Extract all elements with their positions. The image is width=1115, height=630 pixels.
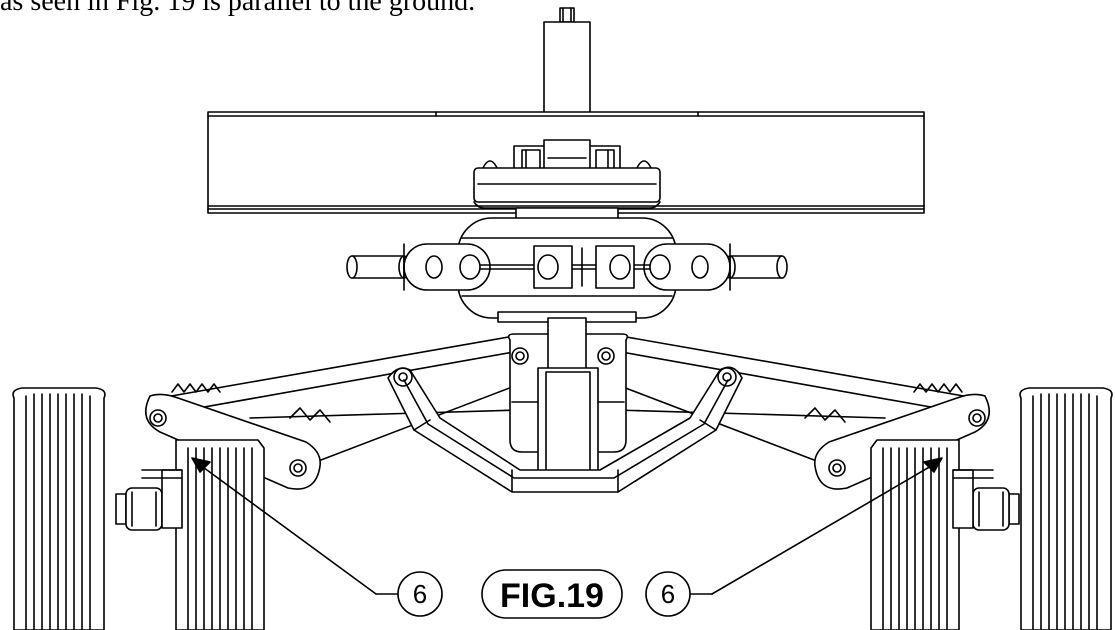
callout-left-label: 6 — [413, 579, 427, 609]
v-frame — [387, 366, 743, 493]
right-hub-axle — [952, 469, 1020, 531]
callout-right: 6 — [645, 571, 691, 617]
figure-label-text: FIG.19 — [500, 577, 604, 615]
page-header-text: as seen in Fig. 19 is parallel to the gr… — [0, 0, 476, 17]
left-inner-wheel — [175, 439, 265, 630]
head-plate — [473, 167, 661, 221]
leader-lines — [191, 457, 943, 595]
left-hub-axle — [115, 469, 183, 531]
right-inner-wheel — [870, 439, 960, 630]
hub-pins — [346, 243, 788, 291]
right-outer-wheel — [1019, 387, 1113, 630]
spring-details — [171, 383, 963, 423]
cross-braces — [159, 334, 976, 469]
callout-left: 6 — [397, 571, 443, 617]
callout-right-label: 6 — [661, 579, 675, 609]
left-outer-wheel — [12, 387, 106, 630]
central-hanger — [507, 317, 629, 485]
figure-label: FIG.19 — [481, 569, 623, 619]
